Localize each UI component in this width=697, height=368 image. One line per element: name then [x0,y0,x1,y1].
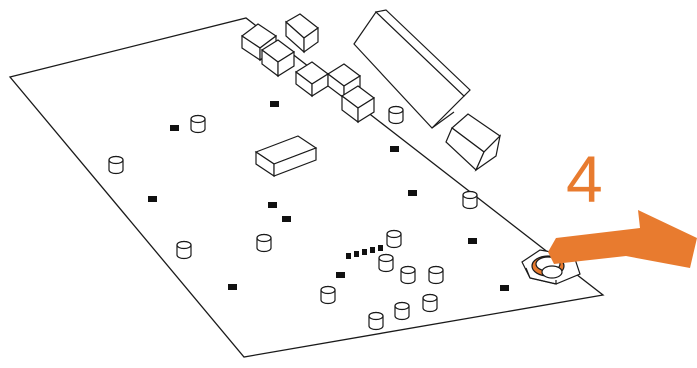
step-number-label: 4 [566,146,603,212]
removal-arrow [548,210,697,268]
